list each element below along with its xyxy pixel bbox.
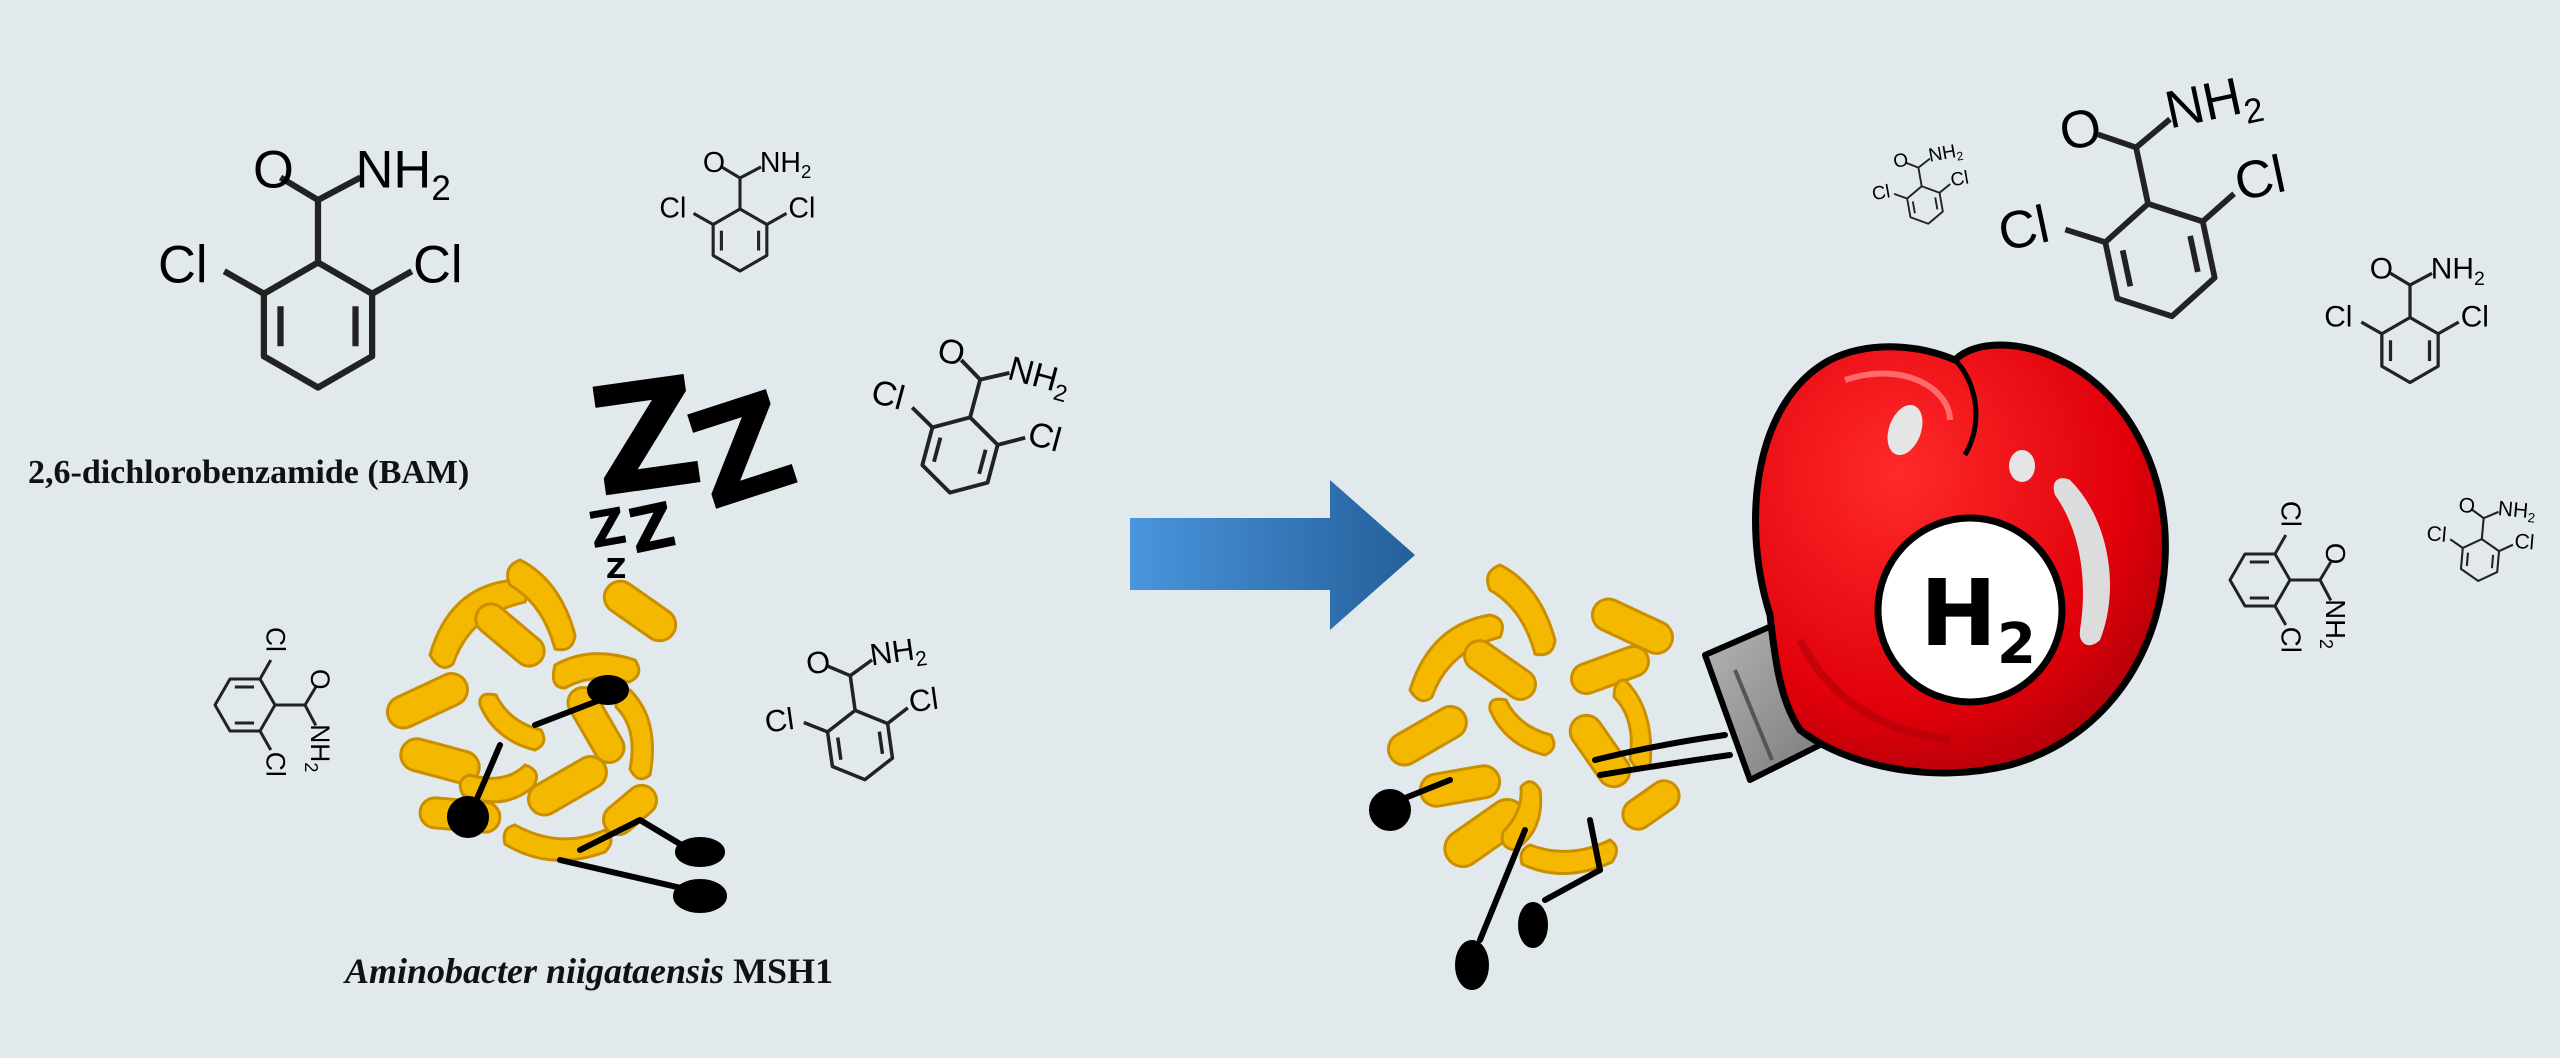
svg-text:NH2: NH2 <box>2316 599 2351 649</box>
svg-text:Cl: Cl <box>762 701 796 740</box>
bacteria-cluster-sleeping <box>385 558 678 862</box>
svg-text:Cl: Cl <box>1024 415 1065 460</box>
sleep-z-1: Z <box>580 344 712 531</box>
svg-text:Cl: Cl <box>1949 168 1970 192</box>
bam-molecule-small-4: O NH2 Cl Cl <box>762 630 941 789</box>
svg-text:Cl: Cl <box>1870 181 1891 205</box>
svg-text:O: O <box>2370 253 2393 286</box>
svg-text:O: O <box>804 644 833 682</box>
svg-text:O: O <box>305 669 335 690</box>
svg-text:Cl: Cl <box>659 193 686 225</box>
svg-text:Cl: Cl <box>2324 301 2352 334</box>
svg-text:O: O <box>933 331 969 375</box>
svg-text:Cl: Cl <box>2276 501 2307 527</box>
svg-text:Cl: Cl <box>261 752 291 777</box>
svg-text:O: O <box>2320 543 2351 564</box>
svg-text:O: O <box>2458 494 2476 518</box>
bacteria-limbs-active <box>1369 732 1733 990</box>
svg-text:Cl: Cl <box>2461 301 2489 334</box>
svg-text:Cl: Cl <box>2514 530 2536 555</box>
bam-molecule-small-right-3: O NH2 Cl Cl <box>2426 494 2537 585</box>
svg-text:NH2: NH2 <box>2497 497 2537 525</box>
sleep-z-5: Z <box>606 552 626 585</box>
h2-badge: H2 <box>1874 514 2066 706</box>
svg-text:O: O <box>703 147 725 179</box>
svg-text:Cl: Cl <box>867 373 908 418</box>
bacteria-limbs-sleeping <box>447 675 727 913</box>
svg-text:Cl: Cl <box>2426 522 2448 547</box>
chlorine-right: Cl <box>413 236 463 295</box>
svg-text:Cl: Cl <box>788 193 815 225</box>
svg-text:Cl: Cl <box>1993 195 2054 263</box>
bam-molecule-large: O NH2 Cl Cl <box>158 141 463 388</box>
chlorine-left: Cl <box>158 236 208 295</box>
amide-nitrogen: NH2 <box>356 141 451 209</box>
svg-text:Cl: Cl <box>2276 627 2307 653</box>
compound-label: 2,6-dichlorobenzamide (BAM) <box>28 454 469 491</box>
amide-oxygen: O <box>253 141 294 200</box>
h2-label: H2 <box>1920 560 2036 677</box>
sleep-zzz: Z Z Z Z Z <box>580 344 813 585</box>
svg-text:O: O <box>1892 150 1910 173</box>
bam-molecule-small-2: O NH2 Cl Cl <box>867 331 1075 510</box>
svg-text:NH2: NH2 <box>2160 63 2267 148</box>
bam-molecule-large-right: O NH2 Cl Cl <box>1993 63 2290 348</box>
transition-arrow <box>1130 480 1415 630</box>
bam-molecule-small-3: O NH2 Cl Cl <box>213 627 335 777</box>
svg-text:NH2: NH2 <box>868 630 929 677</box>
svg-text:O: O <box>2054 97 2107 163</box>
bam-molecule-small-right-2: O NH2 Cl Cl <box>2228 501 2351 653</box>
svg-text:NH2: NH2 <box>1003 350 1075 408</box>
svg-text:NH2: NH2 <box>2431 253 2485 291</box>
svg-text:Cl: Cl <box>261 627 291 652</box>
svg-text:NH2: NH2 <box>760 147 812 182</box>
bacteria-cluster-active <box>1386 563 1681 875</box>
bam-molecule-tiny-right: O NH2 Cl Cl <box>1870 140 1970 230</box>
svg-text:NH2: NH2 <box>301 724 335 772</box>
bam-molecule-small-1: O NH2 Cl Cl <box>659 147 815 273</box>
svg-text:Cl: Cl <box>907 681 941 720</box>
svg-text:NH2: NH2 <box>1927 140 1965 168</box>
organism-label: Aminobacter niigataensis MSH1 <box>343 951 833 991</box>
svg-text:Cl: Cl <box>2229 144 2290 212</box>
bam-molecule-small-right-1: O NH2 Cl Cl <box>2324 253 2489 385</box>
